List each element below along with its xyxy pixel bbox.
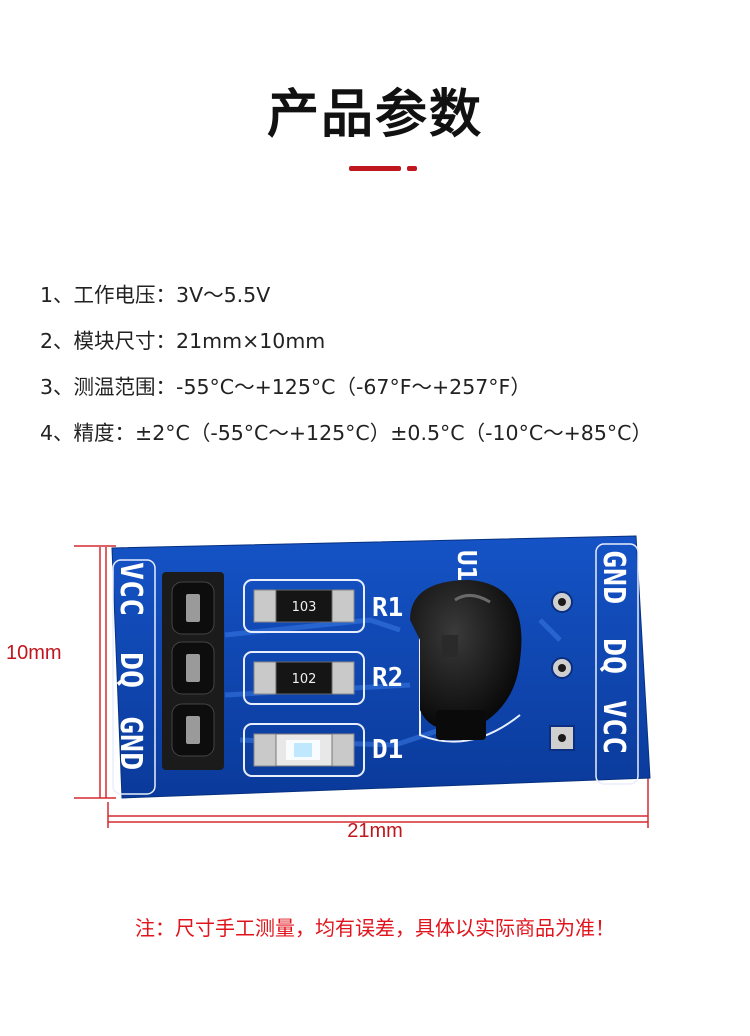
right-vias [549, 591, 575, 751]
led-d1 [275, 733, 333, 767]
svg-text:103: 103 [292, 600, 317, 615]
page-title: 产品参数 [266, 85, 483, 145]
right-label-gnd: GND [596, 550, 631, 604]
temperature-sensor [410, 580, 522, 740]
param-accuracy: 4、精度：±2°C（-55°C～+125°C）±0.5°C（-10°C～+85°… [40, 421, 652, 445]
pcb-board [111, 535, 651, 799]
ref-u1: U1 [451, 550, 481, 581]
ref-d1: D1 [372, 735, 403, 765]
ref-r1: R1 [372, 593, 403, 623]
pcb-illustration: VCC DQ GND [74, 535, 651, 828]
pin-header [162, 572, 224, 770]
resistor-r1: 103 [275, 589, 333, 623]
resistor-r2: 102 [275, 661, 333, 695]
params-list: 1、工作电压：3V～5.5V 2、模块尺寸：21mm×10mm 3、测温范围：-… [40, 272, 730, 456]
param-size: 2、模块尺寸：21mm×10mm [40, 329, 326, 353]
dimension-width-label: 21mm [347, 820, 403, 842]
ref-r2: R2 [372, 663, 403, 693]
param-voltage: 1、工作电压：3V～5.5V [40, 283, 271, 307]
board-figure: VCC DQ GND [0, 530, 750, 842]
title-underline [349, 166, 401, 171]
svg-text:102: 102 [292, 672, 317, 687]
disclaimer-note: 注：尺寸手工测量，均有误差，具体以实际商品为准！ [135, 916, 615, 940]
title-underline-dot [407, 166, 417, 171]
left-label-vcc: VCC [113, 562, 148, 616]
dimension-height-label: 10mm [6, 642, 62, 664]
left-label-dq: DQ [113, 652, 148, 688]
right-label-vcc: VCC [596, 700, 631, 754]
right-label-dq: DQ [596, 638, 631, 674]
left-label-gnd: GND [113, 716, 148, 770]
dimension-lines [74, 545, 649, 828]
param-temp-range: 3、测温范围：-55°C～+125°C（-67°F～+257°F） [40, 375, 531, 399]
